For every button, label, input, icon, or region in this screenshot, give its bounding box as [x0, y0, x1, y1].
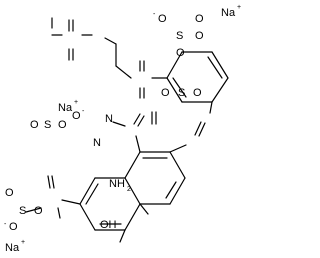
sulfate-oxygen-bottom: O [176, 47, 185, 59]
sulfo7-oxygen-right: O [34, 205, 43, 217]
azo-nitrogen-2: N [93, 137, 101, 149]
sulfate-oxygen-top: O [195, 13, 204, 25]
sodium-label-bottom: Na [5, 242, 20, 254]
sulfo7-oxygen-charge: - [4, 221, 7, 228]
bonds [25, 17, 229, 243]
azo-nitrogen-1: N [105, 113, 113, 125]
sulfo7-oxygen-anion: O [9, 221, 18, 233]
sulfo7-sulfur: S [19, 205, 26, 217]
sulfo3-oxygen-charge: - [82, 108, 85, 115]
sulfonyl-sulfur: S [178, 87, 185, 99]
amino-subscript: 2 [127, 186, 131, 193]
sulfate-oxygen-anion: O [158, 13, 167, 25]
sodium-charge-top: + [237, 4, 241, 11]
sulfo3-sulfur: S [44, 119, 51, 131]
sulfo7-oxygen-top: O [5, 187, 14, 199]
amino-label: NH [109, 178, 125, 190]
sulfate-oxygen-bridge: O [195, 30, 204, 42]
sulfate-oxygen-charge: - [153, 11, 156, 18]
sodium-charge-bottom: + [21, 239, 25, 246]
sodium-label-top: Na [221, 7, 236, 19]
sulfo3-oxygen-anion: O [72, 110, 81, 122]
sulfonyl-oxygen-right: O [193, 87, 202, 99]
hydroxyl-label: OH [100, 219, 117, 231]
sodium-charge-mid: + [74, 99, 78, 106]
sulfonyl-oxygen-left: O [161, 87, 170, 99]
sulfate-sulfur: S [176, 30, 183, 42]
sulfo3-oxygen-left: O [30, 119, 39, 131]
sodium-label-mid: Na [58, 102, 73, 114]
sulfo3-oxygen-right: O [58, 119, 67, 131]
chemical-structure: Na + O - O S O O S O O N N Na + S O O O … [4, 4, 241, 254]
